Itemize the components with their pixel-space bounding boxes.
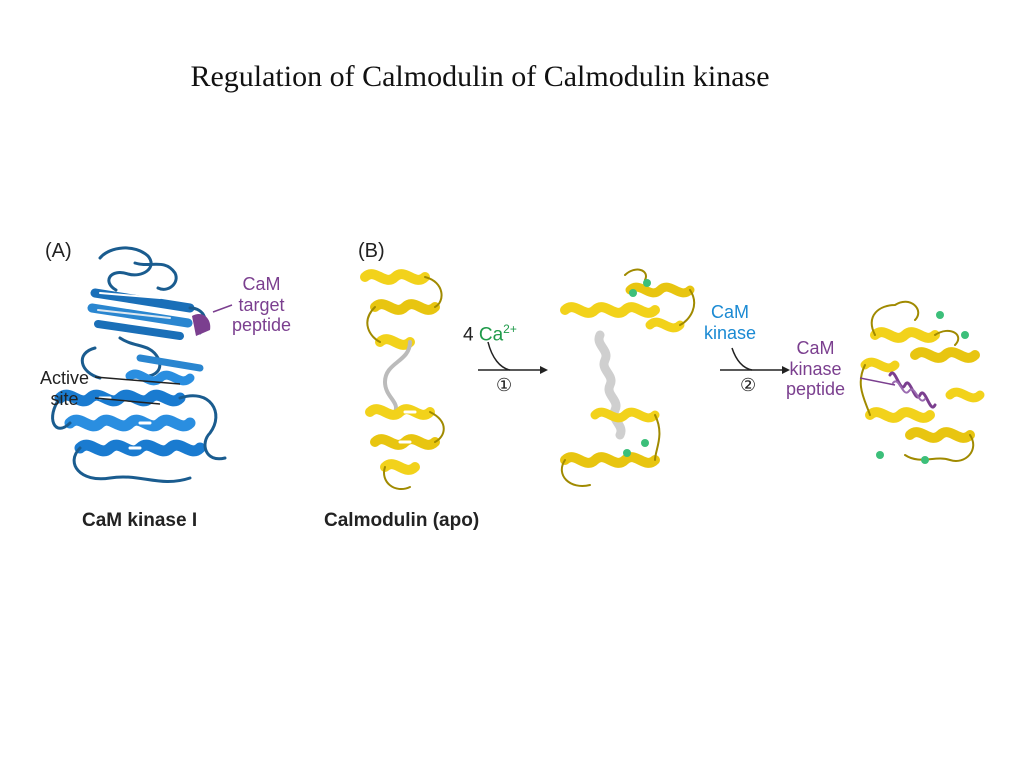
step1-arrow	[478, 341, 548, 374]
step2-number: ②	[740, 375, 757, 395]
calmodulin-apo-caption: Calmodulin (apo)	[324, 510, 480, 531]
calcium-coefficient: 4	[463, 324, 474, 346]
active-label-line-2: site	[50, 388, 79, 409]
calmodulin-peptide-complex	[859, 300, 985, 464]
step1-calcium-label: 4 Ca2+	[463, 322, 517, 346]
step1-number: ①	[496, 375, 513, 395]
panel-b-letter: (B)	[358, 240, 385, 262]
calcium-symbol: Ca	[478, 324, 504, 346]
ca-calmodulin-structure	[560, 268, 696, 487]
slide-title: Regulation of Calmodulin of Calmodulin k…	[190, 60, 770, 93]
cam-kinase-caption: CaM kinase I	[82, 510, 198, 531]
step2-arrow	[720, 347, 790, 374]
target-label-line-2: target	[238, 294, 285, 315]
cam-kinase-structure	[51, 246, 227, 483]
calcium-charge: 2+	[503, 322, 517, 336]
peptide-label-line-2: kinase	[789, 358, 842, 379]
step2-label-line-2: kinase	[704, 322, 757, 343]
target-label-line-1: CaM	[242, 274, 281, 294]
target-label-line-3: peptide	[232, 315, 292, 336]
step2-label-line-1: CaM	[711, 302, 750, 322]
cam-kinase-peptide-label: CaM kinase peptide	[786, 338, 845, 400]
peptide-label-line-1: CaM	[796, 338, 835, 358]
cam-target-peptide-label: CaM target peptide	[232, 274, 291, 336]
step2-kinase-label: CaM kinase	[704, 302, 756, 343]
peptide-label-line-3: peptide	[786, 379, 846, 400]
panel-a-letter: (A)	[45, 240, 72, 262]
active-label-line-1: Active	[40, 368, 90, 388]
apo-calmodulin-structure	[360, 269, 445, 490]
active-site-label: Active site	[40, 368, 89, 409]
